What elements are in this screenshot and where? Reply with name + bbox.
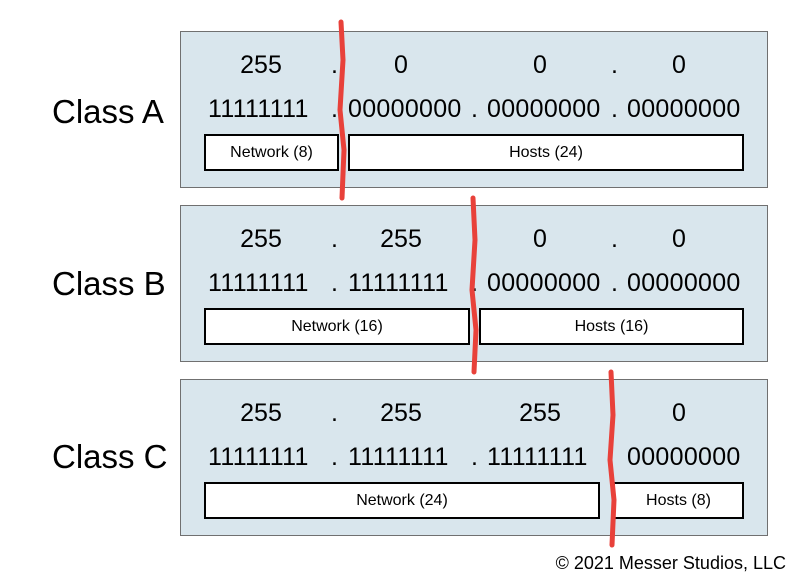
class-b-binary-2: 11111111 <box>348 269 449 297</box>
class-a-octet-1: 255 <box>240 51 282 79</box>
class-c-binary-1: 11111111 <box>208 443 309 471</box>
class-b-dot-3: . <box>611 225 618 253</box>
class-b-binary-1: 11111111 <box>208 269 309 297</box>
class-c-binary-4: 00000000 <box>627 443 741 471</box>
copyright-text: © 2021 Messer Studios, LLC <box>555 553 786 573</box>
class-b-label: Class B <box>52 265 166 302</box>
class-a-binary-1: 11111111 <box>208 95 309 123</box>
class-a-network-box: Network (8) <box>204 134 339 171</box>
class-a-dot-3: . <box>611 51 618 79</box>
class-b-panel: 255 . 255 0 . 0 11111111 . 11111111 . 00… <box>180 205 768 362</box>
class-a-panel: 255 . 0 0 . 0 11111111 . 00000000 . 0000… <box>180 31 768 188</box>
class-a-octet-3: 0 <box>533 51 547 79</box>
class-a-octet-4: 0 <box>672 51 686 79</box>
class-a-binary-3: 00000000 <box>487 95 601 123</box>
class-a-binary-2: 00000000 <box>348 95 462 123</box>
class-a-bin-dot-3: . <box>611 95 618 123</box>
class-c-binary-2: 11111111 <box>348 443 449 471</box>
class-c-octet-4: 0 <box>672 399 686 427</box>
class-b-binary-4: 00000000 <box>627 269 741 297</box>
class-b-bin-dot-1: . <box>331 269 338 297</box>
class-b-octet-3: 0 <box>533 225 547 253</box>
class-c-hosts-box: Hosts (8) <box>613 482 744 519</box>
class-b-bin-dot-3: . <box>611 269 618 297</box>
class-c-octet-3: 255 <box>519 399 561 427</box>
class-c-octet-1: 255 <box>240 399 282 427</box>
class-a-octet-2: 0 <box>394 51 408 79</box>
class-a-hosts-box: Hosts (24) <box>348 134 744 171</box>
class-c-octet-2: 255 <box>380 399 422 427</box>
class-c-dot-1: . <box>331 399 338 427</box>
class-a-bin-dot-2: . <box>471 95 478 123</box>
class-b-dot-1: . <box>331 225 338 253</box>
class-b-octet-1: 255 <box>240 225 282 253</box>
class-c-binary-3: 11111111 <box>487 443 588 471</box>
class-b-bin-dot-2: . <box>471 269 478 297</box>
class-a-bin-dot-1: . <box>331 95 338 123</box>
class-a-binary-4: 00000000 <box>627 95 741 123</box>
class-c-bin-dot-1: . <box>331 443 338 471</box>
class-b-binary-3: 00000000 <box>487 269 601 297</box>
class-c-label: Class C <box>52 438 168 475</box>
class-a-dot-1: . <box>331 51 338 79</box>
class-b-octet-2: 255 <box>380 225 422 253</box>
class-b-octet-4: 0 <box>672 225 686 253</box>
class-b-hosts-box: Hosts (16) <box>479 308 744 345</box>
class-b-network-box: Network (16) <box>204 308 470 345</box>
class-c-panel: 255 . 255 255 0 11111111 . 11111111 . 11… <box>180 379 768 536</box>
class-c-bin-dot-2: . <box>471 443 478 471</box>
class-c-network-box: Network (24) <box>204 482 600 519</box>
class-a-label: Class A <box>52 93 164 130</box>
